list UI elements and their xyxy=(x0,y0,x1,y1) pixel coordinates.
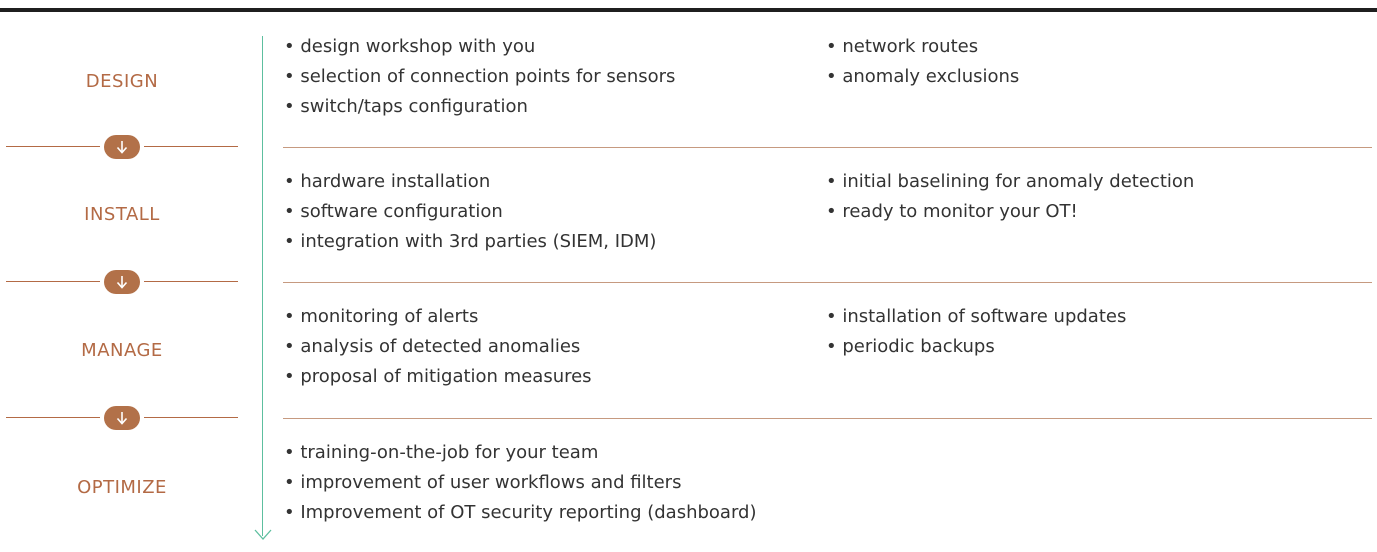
connector-line xyxy=(144,417,238,418)
arrow-down-icon xyxy=(116,276,128,289)
top-rule xyxy=(0,8,1377,12)
section-divider xyxy=(283,418,1372,419)
design-right-list: • network routes • anomaly exclusions xyxy=(826,32,1019,92)
connector-line xyxy=(144,281,238,282)
timeline-arrow-icon xyxy=(254,529,272,540)
connector-design-install xyxy=(6,135,238,159)
section-divider xyxy=(283,147,1372,148)
list-item: • switch/taps configuration xyxy=(284,96,528,117)
connector-line xyxy=(6,417,100,418)
arrow-down-icon xyxy=(116,412,128,425)
list-item: • installation of software updates xyxy=(826,306,1127,327)
list-item: • ready to monitor your OT! xyxy=(826,201,1078,222)
list-item: • hardware installation xyxy=(284,171,491,192)
install-right-list: • initial baselining for anomaly detecti… xyxy=(826,167,1194,227)
list-item: • design workshop with you xyxy=(284,36,536,57)
section-divider xyxy=(283,282,1372,283)
manage-left-list: • monitoring of alerts • analysis of det… xyxy=(284,302,592,392)
connector-node xyxy=(104,270,140,294)
connector-install-manage xyxy=(6,270,238,294)
manage-right-list: • installation of software updates • per… xyxy=(826,302,1126,362)
timeline-line xyxy=(262,36,263,536)
list-item: • analysis of detected anomalies xyxy=(284,336,581,357)
optimize-left-list: • training-on-the-job for your team • im… xyxy=(284,438,757,528)
list-item: • training-on-the-job for your team xyxy=(284,442,599,463)
design-left-list: • design workshop with you • selection o… xyxy=(284,32,675,122)
list-item: • proposal of mitigation measures xyxy=(284,366,592,387)
list-item: • improvement of user workflows and filt… xyxy=(284,472,682,493)
list-item: • network routes xyxy=(826,36,979,57)
connector-node xyxy=(104,135,140,159)
list-item: • integration with 3rd parties (SIEM, ID… xyxy=(284,231,657,252)
connector-line xyxy=(6,146,100,147)
phase-label-design: DESIGN xyxy=(85,71,159,92)
phase-label-manage: MANAGE xyxy=(81,340,163,361)
connector-line xyxy=(6,281,100,282)
install-left-list: • hardware installation • software confi… xyxy=(284,167,656,257)
list-item: • initial baselining for anomaly detecti… xyxy=(826,171,1195,192)
connector-node xyxy=(104,406,140,430)
phase-label-install: INSTALL xyxy=(84,204,160,225)
list-item: • Improvement of OT security reporting (… xyxy=(284,502,757,523)
arrow-down-icon xyxy=(116,141,128,154)
list-item: • software configuration xyxy=(284,201,503,222)
phase-label-optimize: OPTIMIZE xyxy=(77,477,167,498)
list-item: • periodic backups xyxy=(826,336,995,357)
connector-line xyxy=(144,146,238,147)
list-item: • anomaly exclusions xyxy=(826,66,1020,87)
connector-manage-optimize xyxy=(6,406,238,430)
list-item: • selection of connection points for sen… xyxy=(284,66,676,87)
list-item: • monitoring of alerts xyxy=(284,306,479,327)
